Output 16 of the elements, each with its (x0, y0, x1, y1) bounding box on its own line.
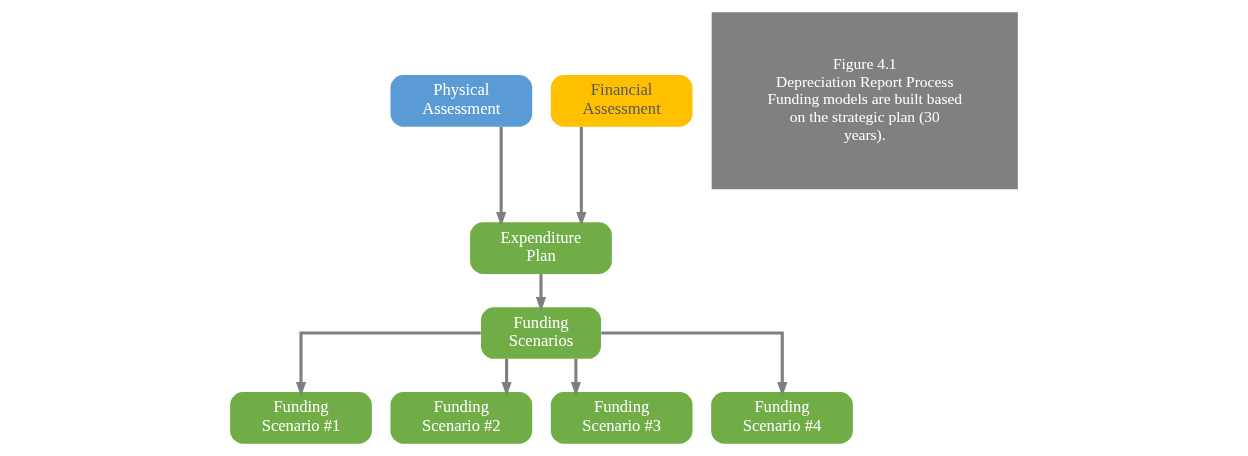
node-box: Physical Assessment (390, 74, 533, 127)
arrow (535, 274, 547, 312)
node-box: Expenditure Plan (470, 222, 612, 275)
node-box: Financial Assessment (550, 74, 693, 127)
node-box: Funding Scenario #2 (390, 391, 533, 444)
node-box: Funding Scenario #1 (230, 391, 372, 444)
node-box: Funding Scenario #4 (711, 391, 853, 444)
arrow (601, 331, 788, 397)
node-box: Figure 4.1 Depreciation Report Process Funding models are built based on the strategic plan (30 years). (711, 12, 1018, 190)
node-box: Funding Scenario #3 (550, 391, 693, 444)
arrow (576, 126, 587, 227)
arrow (501, 358, 512, 397)
arrow (570, 358, 581, 397)
node-box: Funding Scenarios (481, 307, 601, 359)
arrow (496, 126, 507, 227)
arrow (295, 331, 481, 397)
